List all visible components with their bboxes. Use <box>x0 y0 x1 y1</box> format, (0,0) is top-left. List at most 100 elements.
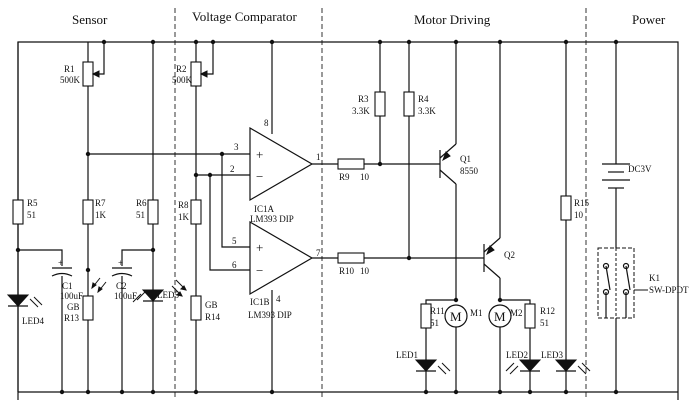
photoresistor-r13: GB R13 <box>64 270 107 392</box>
section-title-motor: Motor Driving <box>414 12 491 27</box>
r14-type: GB <box>205 300 218 310</box>
r6-ref: R6 <box>136 198 147 208</box>
led4: LED4 <box>6 294 44 392</box>
r9-value: 10 <box>360 172 370 182</box>
m1-symbol: M <box>450 309 462 324</box>
q2-ref: Q2 <box>504 250 515 260</box>
r11-ref: R11 <box>430 306 445 316</box>
ic1a-pin-1: 1 <box>316 152 321 162</box>
r14-ref: R14 <box>205 312 221 322</box>
transistor-q1: Q1 8550 <box>439 42 479 300</box>
transistor-q2: Q2 <box>483 42 515 300</box>
r13-ref: R13 <box>64 313 80 323</box>
ic1b-minus: − <box>256 263 263 278</box>
r1-ref: R1 <box>64 64 75 74</box>
wire-out7-r10: R10 10 <box>312 252 484 276</box>
capacitor-c2: + C2 100uF <box>111 258 137 392</box>
q1-ref: Q1 <box>460 154 471 164</box>
k1-part: SW-DPDT <box>649 285 689 295</box>
ic1a-pin-8: 8 <box>264 118 269 128</box>
r5-ref: R5 <box>27 198 38 208</box>
r12-value: 51 <box>540 318 549 328</box>
ic1a-ref: IC1A <box>254 204 275 214</box>
wire-out1-r9: R9 10 <box>312 158 440 182</box>
r7-value: 1K <box>95 210 107 220</box>
r1-value: 500K <box>60 75 81 85</box>
c2-plus: + <box>118 258 123 268</box>
m2-ref: M2 <box>510 308 523 318</box>
ic1a-plus: + <box>256 147 263 162</box>
capacitor-c1: + C1 100uF <box>51 258 83 392</box>
led1-label: LED1 <box>396 350 418 360</box>
wire-r5-c1 <box>18 249 63 266</box>
c2-ref: C2 <box>116 281 127 291</box>
ic1a-minus: − <box>256 169 263 184</box>
opamp-ic1a: + − 3 2 1 8 IC1A LM393 DIP <box>230 118 321 224</box>
c1-value: 100uF <box>60 291 83 301</box>
motor-m2-branch: M M2 R12 51 LED2 <box>488 299 555 392</box>
motor-m1-branch: M M1 R11 51 LED1 <box>396 299 483 392</box>
ic1a-pin-3: 3 <box>234 142 239 152</box>
ic1a-part: LM393 DIP <box>250 214 294 224</box>
r10-ref: R10 <box>339 266 355 276</box>
r13-type: GB <box>67 302 80 312</box>
ic1b-plus: + <box>256 240 263 255</box>
r9-ref: R9 <box>339 172 350 182</box>
r8-value: 1K <box>178 212 190 222</box>
r8-ref: R8 <box>178 200 189 210</box>
r2-ref: R2 <box>176 64 187 74</box>
r7-ref: R7 <box>95 198 106 208</box>
m1-ref: M1 <box>470 308 483 318</box>
resistor-r7: R7 1K <box>82 198 107 270</box>
r4-value: 3.3K <box>418 106 436 116</box>
r15-ref: R15 <box>574 198 590 208</box>
section-title-sensor: Sensor <box>72 12 108 27</box>
resistor-r5: R5 51 <box>12 42 38 295</box>
r4-ref: R4 <box>418 94 429 104</box>
switch-k1: K1 SW-DPDT <box>597 247 689 392</box>
q1-part: 8550 <box>460 166 479 176</box>
section-dividers <box>174 8 587 400</box>
resistor-r6: R6 51 <box>136 42 159 290</box>
ic1b-pin-4: 4 <box>276 294 281 304</box>
battery-dc3v: DC3V <box>602 42 652 248</box>
k1-ref: K1 <box>649 273 660 283</box>
ic1a-pin-2: 2 <box>230 164 235 174</box>
wire-r6-c2 <box>121 249 153 266</box>
m2-symbol: M <box>494 309 506 324</box>
c1-ref: C1 <box>62 281 73 291</box>
c2-value: 100uF <box>114 291 137 301</box>
section-title-comparator: Voltage Comparator <box>192 9 297 24</box>
r3-ref: R3 <box>358 94 369 104</box>
ic1b-pin-6: 6 <box>232 260 237 270</box>
r15-value: 10 <box>574 210 584 220</box>
r2-value: 500K <box>172 75 193 85</box>
led5: LED5 <box>132 289 179 392</box>
section-title-power: Power <box>632 12 666 27</box>
pot-r2: R2 500K <box>172 42 214 200</box>
led3-label: LED3 <box>541 350 563 360</box>
ic1b-pin-5: 5 <box>232 236 237 246</box>
r6-value: 51 <box>136 210 145 220</box>
photoresistor-r14: GB R14 <box>171 279 221 392</box>
c1-plus: + <box>58 258 63 268</box>
opamp-ic1b: + − 5 6 7 4 IC1B LM393 DIP <box>232 220 321 320</box>
led4-label: LED4 <box>22 316 44 326</box>
led5-label: LED5 <box>157 290 179 300</box>
r3-value: 3.3K <box>352 106 370 116</box>
ic1b-part: LM393 DIP <box>248 310 292 320</box>
r11-value: 51 <box>430 318 439 328</box>
r5-value: 51 <box>27 210 36 220</box>
resistor-r15-led3: R15 10 LED3 <box>541 42 591 392</box>
resistor-r4: R4 3.3K <box>403 42 436 258</box>
pot-r1: R1 500K <box>60 42 105 200</box>
resistor-r3: R3 3.3K <box>352 42 386 164</box>
power-rails <box>17 41 679 400</box>
ic1b-ref: IC1B <box>250 297 270 307</box>
ic1b-pin-7: 7 <box>316 248 321 258</box>
resistor-r8: R8 1K <box>178 199 202 296</box>
r12-ref: R12 <box>540 306 555 316</box>
r10-value: 10 <box>360 266 370 276</box>
led2-label: LED2 <box>506 350 528 360</box>
